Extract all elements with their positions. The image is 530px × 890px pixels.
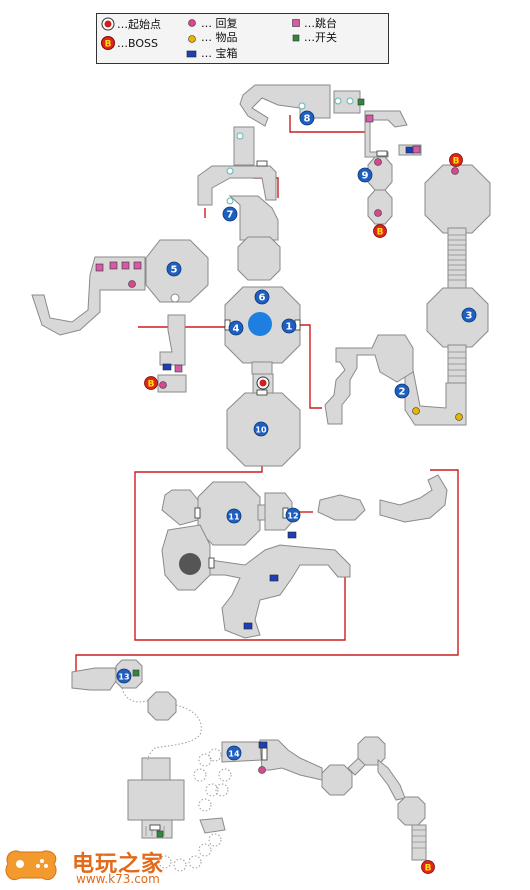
area-badge-13: 13 [116, 668, 132, 684]
hole [170, 293, 180, 303]
svg-text:B: B [105, 40, 112, 50]
boss-badge: B [449, 153, 463, 167]
switch-markers [132, 98, 365, 838]
area-badge-14: 14 [226, 745, 242, 761]
legend-heal: … 回复 [201, 17, 238, 30]
boss-legend-icon: B [101, 36, 115, 50]
svg-text:5: 5 [171, 265, 178, 276]
chest-markers [162, 146, 415, 749]
svg-text:B: B [377, 228, 384, 238]
doors [149, 150, 388, 831]
legend: …起始点 B …BOSS … 回复 … 物品 … 宝箱 …跳台 …开关 [96, 13, 389, 64]
heal-legend-icon [188, 19, 196, 27]
area-badge-8: 8 [299, 110, 315, 126]
legend-start: …起始点 [117, 18, 161, 31]
area-badge-11: 11 [226, 508, 242, 524]
legend-chest: … 宝箱 [201, 47, 238, 60]
warp-pool [248, 312, 272, 336]
rooms [31, 84, 491, 861]
svg-text:B: B [453, 157, 460, 167]
boss-badge: B [373, 224, 387, 238]
svg-text:B: B [425, 864, 432, 874]
area-badge-10: 10 [253, 421, 269, 437]
chest-legend-icon [186, 50, 197, 58]
item-legend-icon [188, 35, 196, 43]
route-lines [75, 115, 459, 672]
area-badge-3: 3 [461, 307, 477, 323]
area-badge-6: 6 [254, 289, 270, 305]
area-badge-12: 12 [285, 507, 301, 523]
svg-text:11: 11 [228, 513, 240, 522]
area-badge-1: 1 [281, 318, 297, 334]
svg-text:13: 13 [118, 673, 129, 682]
svg-text:B: B [148, 380, 155, 390]
area-badge-7: 7 [222, 206, 238, 222]
svg-text:7: 7 [227, 210, 234, 221]
legend-boss: …BOSS [117, 37, 158, 50]
dotted-paths [121, 687, 232, 872]
legend-switch: …开关 [304, 31, 337, 44]
legend-items: … 物品 [201, 31, 238, 44]
svg-text:2: 2 [399, 387, 406, 398]
svg-text:1: 1 [286, 322, 293, 333]
svg-text:8: 8 [304, 114, 311, 125]
boss-badge: B [144, 376, 158, 390]
jump-legend-icon [292, 19, 300, 27]
boss-badge: B [421, 860, 435, 874]
watermark-title: 电玩之家 [72, 852, 165, 877]
svg-text:10: 10 [255, 426, 267, 435]
svg-text:6: 6 [259, 293, 266, 304]
heal-markers [128, 158, 459, 774]
item-markers [412, 407, 463, 421]
switch-legend-icon [292, 34, 300, 42]
boss-badges: B B B B [144, 153, 463, 874]
area-badge-2: 2 [394, 383, 410, 399]
area-badge-5: 5 [166, 261, 182, 277]
teleport-rings [226, 97, 354, 205]
watermark-url: www.k73.com [76, 872, 160, 886]
svg-text:12: 12 [287, 512, 298, 521]
jump-markers [95, 114, 421, 373]
site-logo [5, 850, 57, 880]
svg-text:4: 4 [233, 324, 240, 335]
start-legend-icon [101, 17, 115, 31]
area-badge-4: 4 [228, 320, 244, 336]
svg-text:9: 9 [362, 171, 369, 182]
svg-text:14: 14 [228, 750, 240, 759]
pit [179, 553, 201, 575]
legend-jump: …跳台 [304, 17, 337, 30]
start-point [256, 376, 270, 390]
area-badge-9: 9 [357, 167, 373, 183]
svg-text:3: 3 [466, 311, 473, 322]
